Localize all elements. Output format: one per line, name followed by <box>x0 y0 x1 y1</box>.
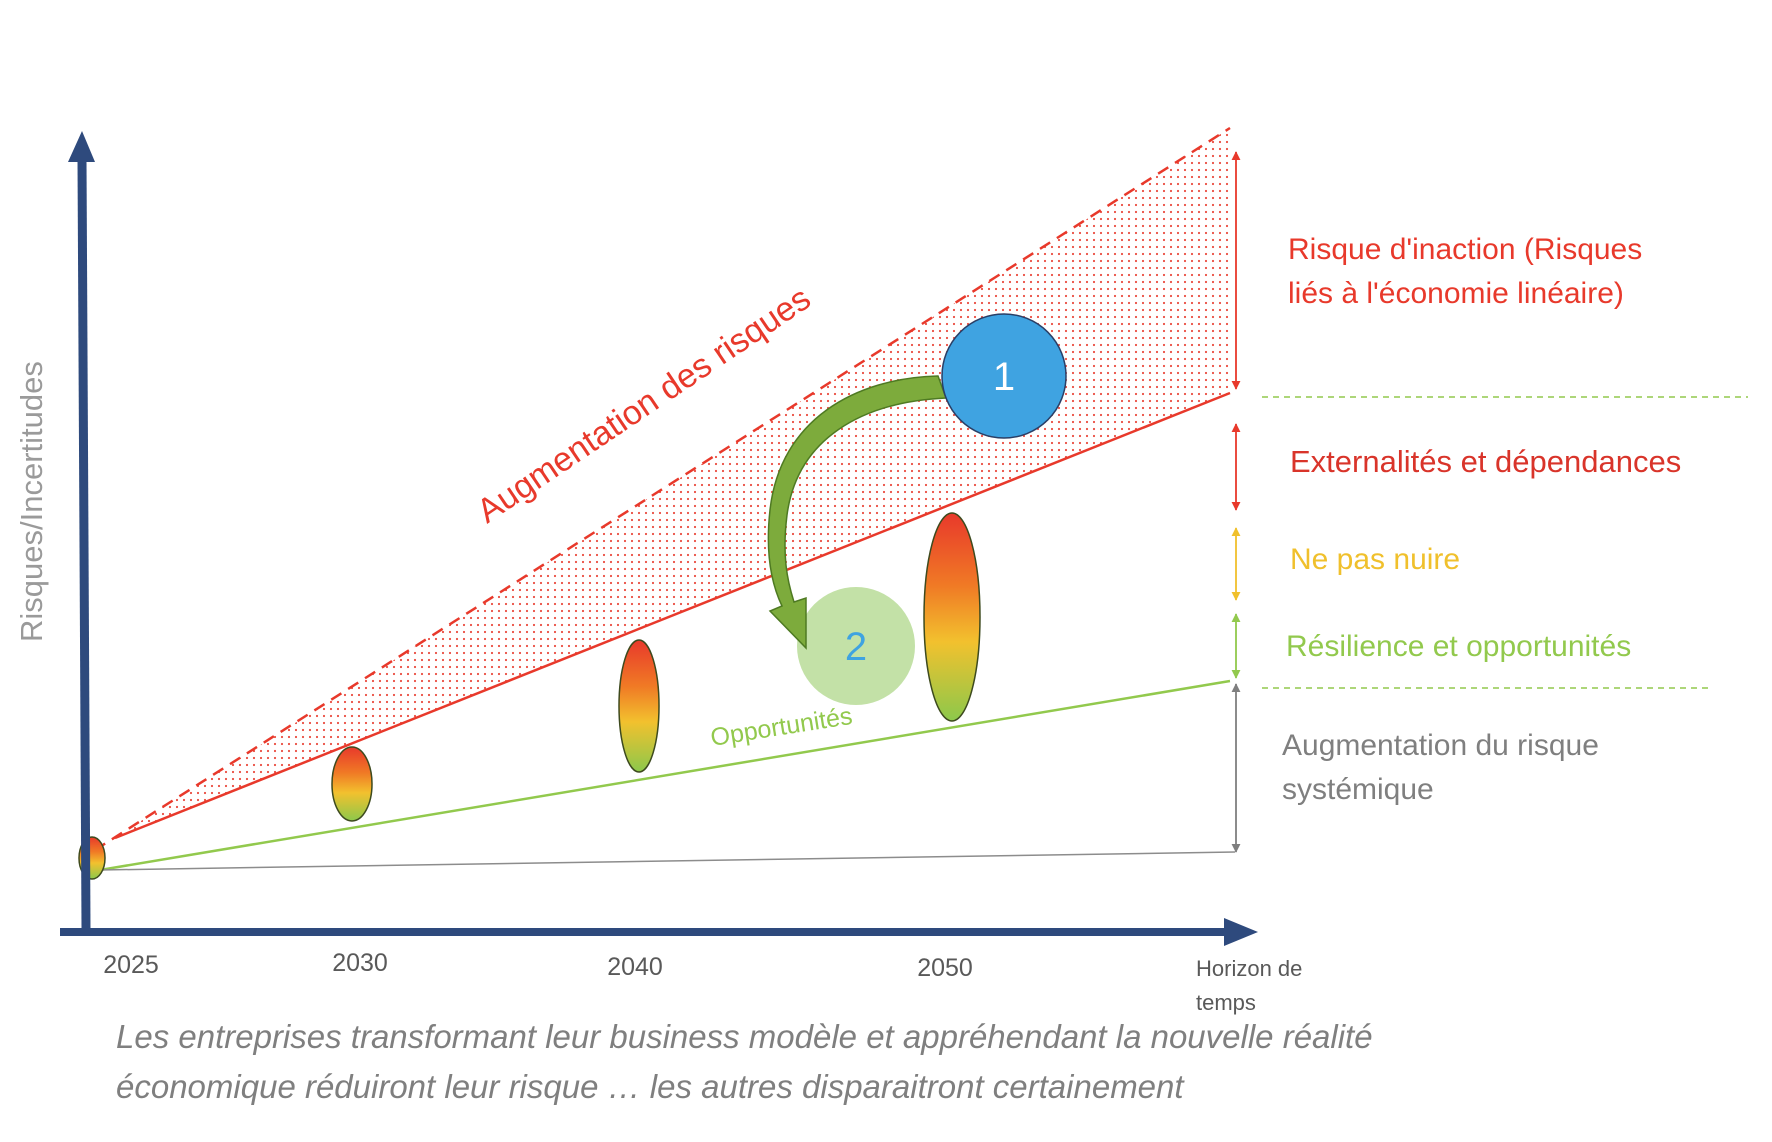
legend-externalities: Externalités et dépendances <box>1290 444 1682 479</box>
risk-oval-2050 <box>923 512 981 722</box>
circle-2-label: 2 <box>845 625 867 669</box>
caption: Les entreprises transformant leur busine… <box>116 1018 1373 1106</box>
y-axis-label: Risques/Incertitudes <box>14 361 49 642</box>
tick-2050: 2050 <box>917 954 973 982</box>
circle-1-label: 1 <box>993 355 1015 399</box>
systemic-baseline <box>99 851 1236 871</box>
y-axis-arrowhead <box>68 131 95 162</box>
risk-line <box>114 391 1231 840</box>
legend-do-no-harm: Ne pas nuire <box>1290 543 1461 576</box>
legend-resilience: Résilience et opportunités <box>1286 630 1632 663</box>
x-axis-label: Horizon de temps <box>1196 956 1303 1016</box>
risk-oval-2040 <box>618 639 660 773</box>
transformation-arrow <box>767 375 948 650</box>
tick-2030: 2030 <box>332 949 388 977</box>
upper-risk-line <box>94 126 1231 852</box>
legend-inaction: Risque d'inaction (Risques liés à l'écon… <box>1288 233 1643 310</box>
x-axis-arrowhead <box>1224 918 1258 946</box>
circle-2 <box>797 587 915 705</box>
y-axis <box>77 159 91 929</box>
risk-oval-2030 <box>331 746 373 822</box>
opportunities-label: Opportunités <box>709 702 855 752</box>
tick-2040: 2040 <box>607 953 663 981</box>
circle-1 <box>941 313 1067 439</box>
legend-systemic: Augmentation du risque systémique <box>1282 729 1599 806</box>
tick-2025: 2025 <box>103 951 159 979</box>
opportunity-line <box>99 679 1231 872</box>
